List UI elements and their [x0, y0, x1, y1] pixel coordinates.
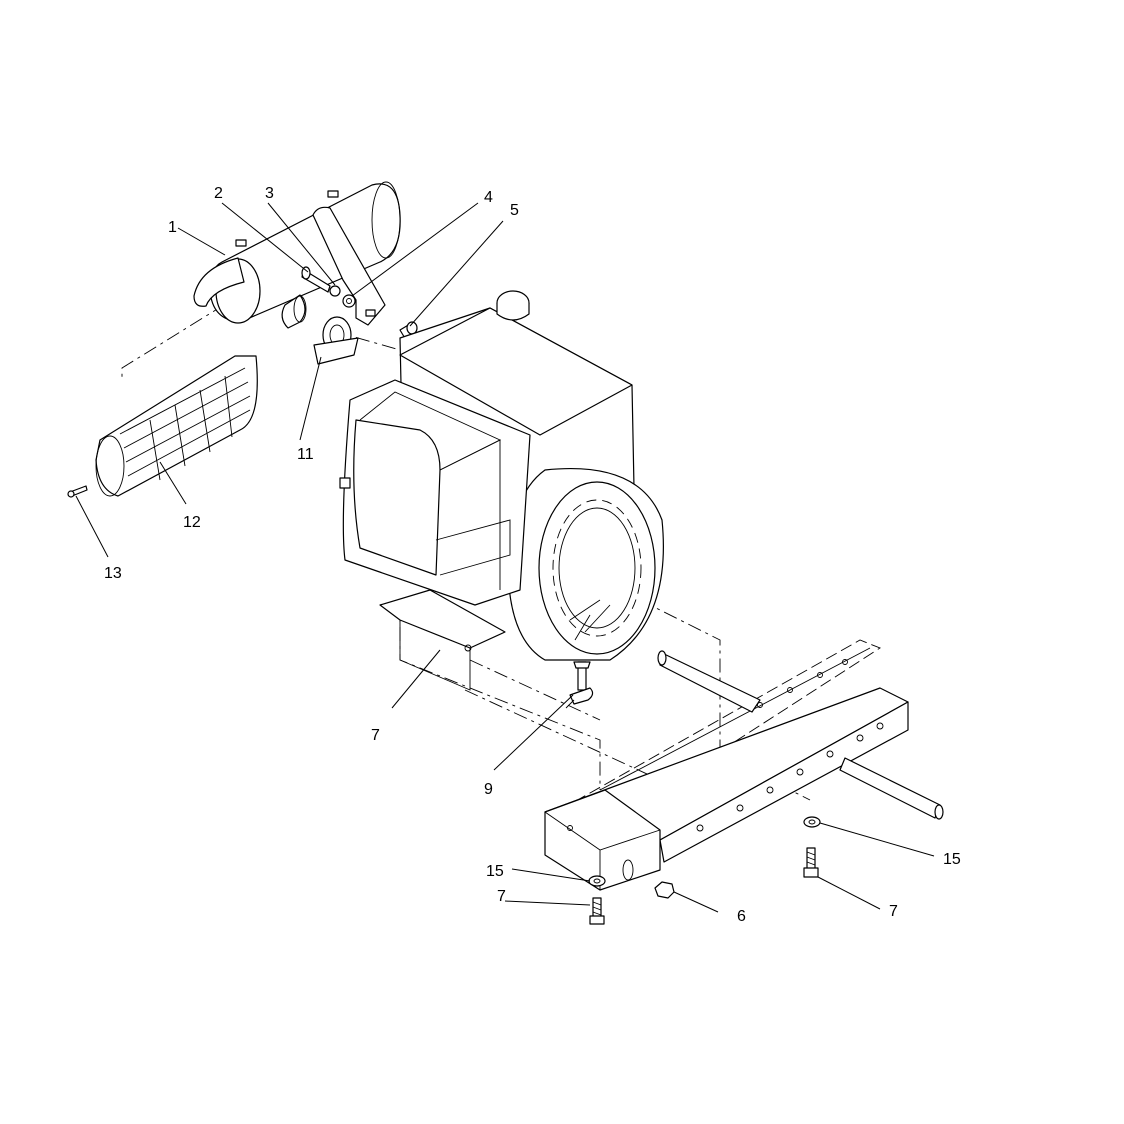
engine	[339, 290, 664, 691]
bolt-2	[301, 266, 331, 293]
bolt-9	[565, 661, 594, 709]
washer-4	[342, 294, 356, 308]
exhaust-clamp-11	[313, 316, 359, 365]
callout-7-left: 7	[497, 888, 506, 905]
callout-5: 5	[510, 202, 519, 219]
bolt-7-left	[589, 897, 605, 925]
frame-rails	[544, 639, 944, 891]
callout-7-right: 7	[889, 903, 898, 920]
washer-3	[329, 285, 341, 297]
callout-7-engine: 7	[371, 727, 380, 744]
spacer-5	[399, 321, 418, 341]
heat-shield-12	[95, 355, 258, 497]
callout-9: 9	[484, 781, 493, 798]
clamp-sleeve	[281, 294, 307, 329]
callout-1: 1	[168, 219, 177, 236]
callout-13: 13	[104, 565, 122, 582]
leader-lines	[75, 202, 935, 913]
callout-15-right: 15	[943, 851, 961, 868]
lock-washer-15-left	[588, 875, 606, 887]
callout-12: 12	[183, 514, 201, 531]
lock-washer-15-right	[803, 816, 821, 828]
callout-3: 3	[265, 185, 274, 202]
nut-6	[654, 881, 675, 899]
screw-13	[67, 485, 88, 498]
callout-6: 6	[737, 908, 746, 925]
callout-11: 11	[297, 446, 314, 463]
callout-4: 4	[484, 189, 493, 206]
muffler-bracket	[312, 206, 386, 326]
callout-15-left: 15	[486, 863, 504, 880]
bolt-7-right	[803, 847, 819, 878]
muffler	[193, 181, 401, 324]
callout-labels: 1 2 3 4 5 11 12 13 7 9 15 7 6 15 7	[104, 185, 961, 925]
callout-2: 2	[214, 185, 223, 202]
